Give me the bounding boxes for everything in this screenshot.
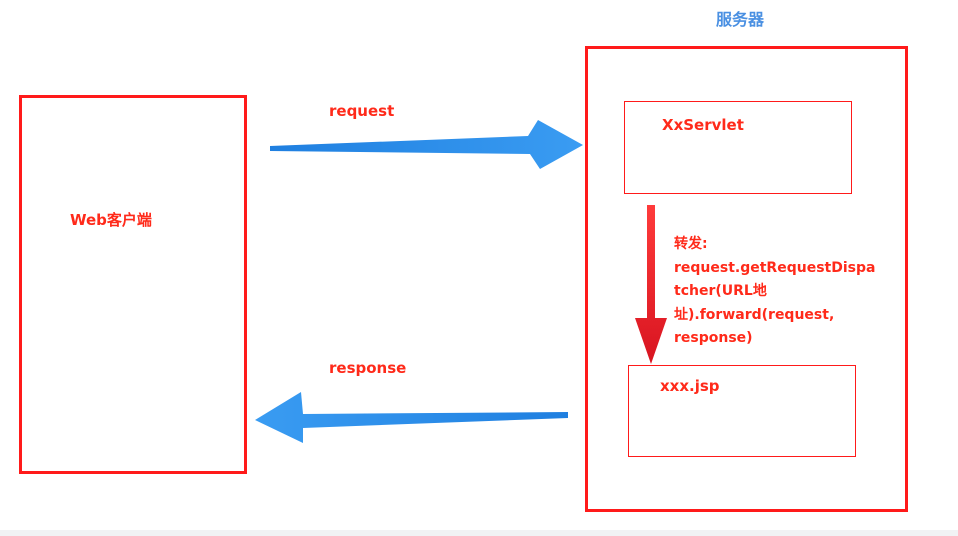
- footer-strip: [0, 530, 958, 536]
- forward-line-1: 转发:: [674, 236, 708, 252]
- forward-line-4: 址).forward(request,: [674, 306, 835, 323]
- jsp-box: [628, 365, 856, 457]
- server-title: 服务器: [716, 10, 765, 29]
- forward-line-2: request.getRequestDispa: [674, 259, 876, 276]
- forward-annotation: 转发: request.getRequestDispa tcher(URL地 址…: [674, 233, 875, 351]
- jsp-label: xxx.jsp: [660, 377, 720, 395]
- servlet-box: [624, 101, 852, 194]
- forward-line-5: response): [674, 330, 753, 346]
- web-client-label: Web客户端: [70, 211, 152, 229]
- request-arrow: [270, 120, 583, 169]
- server-box: [585, 46, 908, 512]
- forward-line-3: tcher(URL地: [674, 283, 767, 299]
- response-arrow: [255, 392, 568, 443]
- servlet-label: XxServlet: [662, 116, 744, 134]
- response-label: response: [329, 359, 407, 377]
- request-label: request: [329, 102, 395, 120]
- web-client-box: [19, 95, 247, 474]
